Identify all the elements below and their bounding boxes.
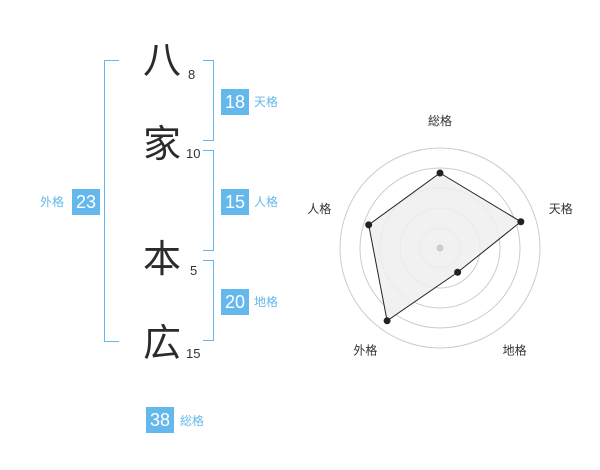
stroke-count-2: 10 (186, 146, 201, 161)
stroke-count-4: 15 (186, 346, 201, 361)
radar-ring (359, 167, 521, 329)
radar-point-1 (436, 169, 444, 177)
radar-axis-label-5: 人格 (307, 201, 331, 216)
radar-center-dot (436, 244, 444, 252)
radar-axis-label-1: 総格 (428, 113, 452, 128)
stroke-count-1: 8 (188, 67, 196, 82)
radar-axis-label-4: 外格 (353, 343, 377, 358)
name-char-2: 家 (143, 122, 182, 166)
tenkaku-bracket (203, 60, 214, 141)
jinkaku-value: 15 (221, 189, 249, 215)
chikaku-bracket (203, 260, 214, 341)
gaikaku-label: 外格 (40, 195, 65, 209)
radar-axis-label-3: 地格 (503, 343, 527, 358)
stroke-count-3: 5 (190, 263, 198, 278)
name-char-1: 八 (143, 38, 182, 82)
radar-ring (339, 147, 541, 349)
radar-axis-label-2: 天格 (549, 201, 573, 216)
tenkaku-label: 天格 (254, 95, 279, 109)
chikaku-label: 地格 (254, 295, 279, 309)
tenkaku-value: 18 (221, 89, 249, 115)
soukaku-label: 総格 (180, 414, 205, 428)
radar-point-5 (365, 221, 373, 229)
name-char-3: 本 (143, 237, 182, 281)
radar-point-2 (517, 218, 525, 226)
radar-point-4 (383, 317, 391, 325)
jinkaku-label: 人格 (254, 195, 279, 209)
soukaku-value: 38 (146, 407, 174, 433)
gaikaku-bracket (104, 60, 119, 342)
jinkaku-bracket (203, 150, 214, 251)
chikaku-value: 20 (221, 289, 249, 315)
gaikaku-value: 23 (72, 189, 100, 215)
radar-point-3 (454, 268, 462, 276)
radar-area (368, 172, 522, 322)
name-char-4: 広 (143, 321, 182, 365)
